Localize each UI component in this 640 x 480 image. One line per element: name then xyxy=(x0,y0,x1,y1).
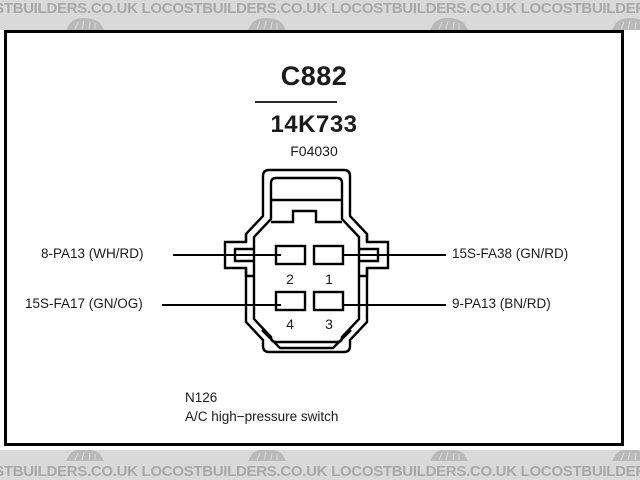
leader-line-top-left xyxy=(173,254,281,256)
connector-outer-shell xyxy=(223,168,390,354)
watermark-band-bottom: LOCOSTBUILDERS.CO.UK LOCOSTBUILDERS.CO.U… xyxy=(0,450,640,480)
locost-car-icon xyxy=(248,18,286,30)
drawing-code: F04030 xyxy=(290,143,338,159)
pin-cavity-3 xyxy=(312,290,345,312)
leader-line-bottom-right xyxy=(342,304,446,306)
connector-right-latch xyxy=(359,247,380,263)
watermark-band-top: LOCOSTBUILDERS.CO.UK LOCOSTBUILDERS.CO.U… xyxy=(0,0,640,30)
pin-number-3: 3 xyxy=(325,316,333,332)
connector-lower-bevel xyxy=(261,329,352,350)
pin-number-2: 2 xyxy=(286,271,294,287)
part-number: 14K733 xyxy=(270,111,358,138)
diagram-frame: C882 14K733 F04030 xyxy=(4,30,624,446)
locost-car-icon xyxy=(612,450,640,461)
pin-cavity-4 xyxy=(274,290,307,312)
component-name: A/C high−pressure switch xyxy=(185,409,339,424)
leader-line-bottom-left xyxy=(162,304,281,306)
circuit-label-top-right: 15S-FA38 (GN/RD) xyxy=(452,246,569,261)
component-code: N126 xyxy=(185,390,218,405)
title-underline xyxy=(255,101,337,103)
connector-left-latch-bracket xyxy=(244,234,254,278)
watermark-text-top: LOCOSTBUILDERS.CO.UK LOCOSTBUILDERS.CO.U… xyxy=(0,0,640,17)
locost-car-icon xyxy=(66,18,104,30)
leader-line-top-right xyxy=(342,254,446,256)
component-caption: N126 A/C high−pressure switch xyxy=(185,388,338,426)
connector-right-latch-bracket xyxy=(359,234,369,278)
locost-car-icon xyxy=(430,450,468,461)
pin-number-4: 4 xyxy=(286,316,294,332)
watermark-car-row-top xyxy=(0,17,640,30)
locost-car-icon xyxy=(612,18,640,30)
connector-left-latch xyxy=(233,247,254,263)
watermark-text-bottom: LOCOSTBUILDERS.CO.UK LOCOSTBUILDERS.CO.U… xyxy=(0,463,640,480)
circuit-label-bottom-right: 9-PA13 (BN/RD) xyxy=(452,296,551,311)
locost-car-icon xyxy=(430,18,468,30)
locost-car-icon xyxy=(66,450,104,461)
locost-car-icon xyxy=(248,450,286,461)
pin-number-1: 1 xyxy=(325,271,333,287)
connector-drawing: 2 1 4 3 xyxy=(223,168,390,354)
connector-inner-shell xyxy=(252,176,361,344)
circuit-label-top-left: 8-PA13 (WH/RD) xyxy=(41,246,144,261)
watermark-car-row-bottom xyxy=(0,450,640,464)
pin-cavity-1 xyxy=(312,244,345,266)
circuit-label-bottom-left: 15S-FA17 (GN/OG) xyxy=(25,296,143,311)
pin-cavity-2 xyxy=(274,244,307,266)
page-title-connector-id: C882 xyxy=(280,61,348,91)
connector-tab-notch xyxy=(271,209,342,224)
